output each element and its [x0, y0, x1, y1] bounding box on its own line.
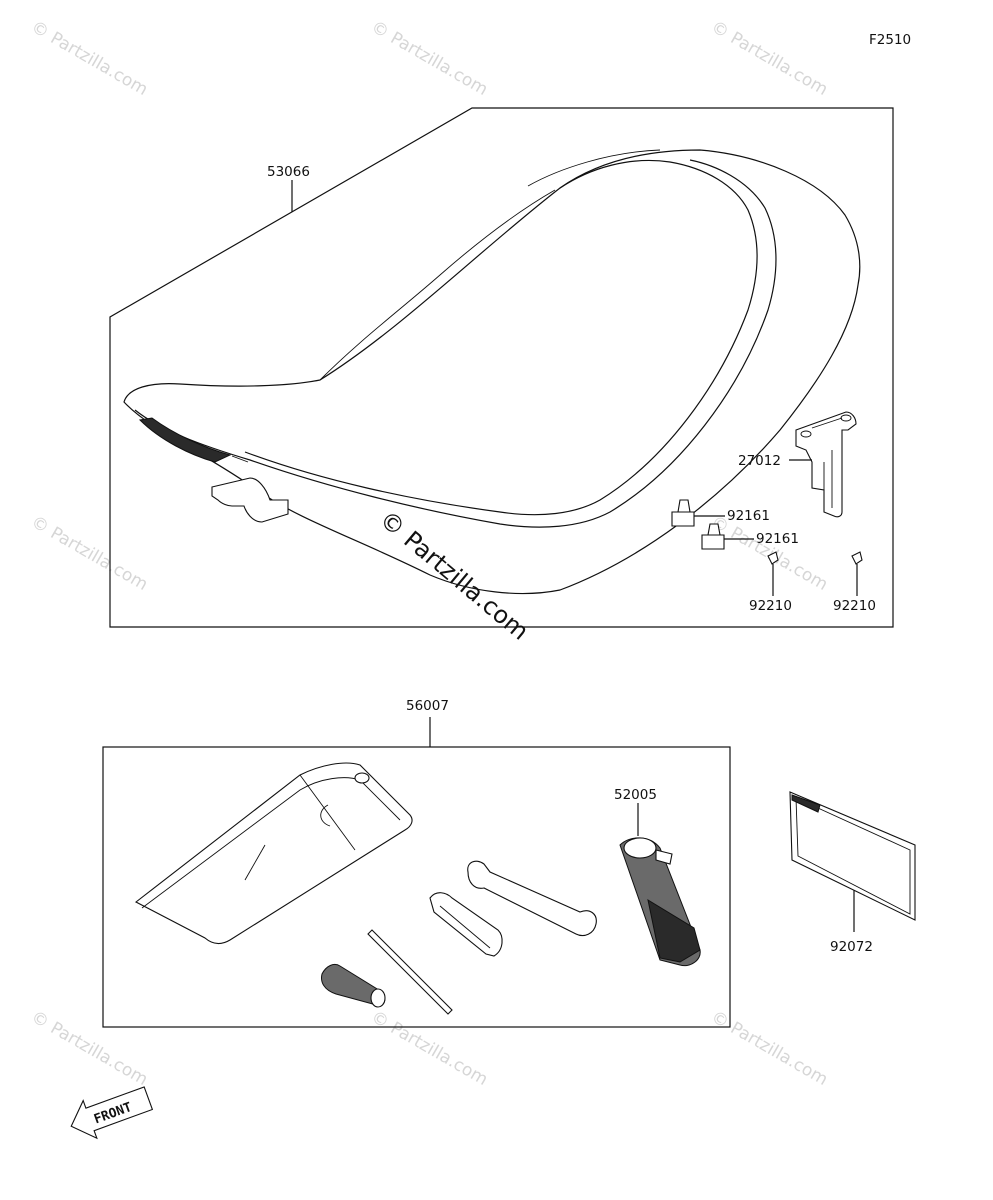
watermark: © Partzilla.com — [28, 1007, 152, 1090]
stopper-92161-a: 92161 — [671, 499, 770, 527]
part-label-56007: 56007 — [406, 698, 449, 714]
screwdriver-blade — [367, 929, 453, 1015]
clip-body — [767, 551, 779, 565]
watermark: © Partzilla.com — [368, 1007, 492, 1090]
watermark: © Partzilla.com — [28, 17, 152, 100]
stopper-base — [701, 534, 725, 550]
tool-bag-body — [134, 762, 413, 945]
manual-outer — [789, 791, 916, 921]
figure-code: F2510 — [869, 32, 911, 48]
part-label-53066: 53066 — [267, 164, 310, 180]
front-arrow: FRONT — [70, 1086, 154, 1140]
tool-bag-flap — [299, 774, 356, 851]
screwdriver-handle — [321, 963, 386, 1008]
stopper-top — [707, 523, 721, 536]
watermark: © Partzilla.com — [708, 17, 832, 100]
seat-piping-inner — [244, 159, 758, 516]
watermark: © Partzilla.com — [368, 17, 492, 100]
socket-wrench-body — [429, 892, 503, 957]
clip-92210-a: 92210 — [749, 551, 792, 614]
seat-latch-line — [231, 455, 249, 463]
part-label-92072: 92072 — [830, 939, 873, 955]
tool-kit-group: 56007 52005 — [102, 698, 731, 1028]
bracket-hole — [800, 430, 812, 438]
stopper-top — [677, 499, 691, 513]
open-end-wrench — [467, 860, 597, 937]
tool-bag — [134, 762, 413, 945]
manual-inner — [795, 797, 911, 915]
manual-92072: 92072 — [789, 791, 916, 955]
bracket-detail — [811, 417, 843, 508]
part-label-52005: 52005 — [614, 787, 657, 803]
front-arrow-shape — [70, 1086, 154, 1140]
seat-front-hook — [211, 477, 289, 523]
seat-drawing — [123, 149, 861, 595]
stopper-base — [671, 511, 695, 527]
stopper-92161-b: 92161 — [701, 523, 799, 550]
seat-ridge-line — [319, 189, 556, 381]
seat-outer-shell — [123, 149, 861, 595]
tool-52005-knob — [655, 849, 673, 865]
seat-piping-outer — [134, 159, 777, 528]
socket-wrench — [429, 892, 503, 957]
tool-52005: 52005 — [614, 787, 701, 967]
watermark: © Partzilla.com — [28, 512, 152, 595]
screwdriver-shaft — [367, 929, 453, 1015]
socket-wrench-detail — [439, 905, 491, 949]
part-label-92210: 92210 — [833, 598, 876, 614]
tool-52005-grip — [647, 898, 701, 963]
watermark: © Partzilla.com — [708, 512, 832, 595]
watermark: © Partzilla.com — [708, 1007, 832, 1090]
bracket-hole — [840, 414, 852, 422]
tool-kit-frame — [102, 746, 731, 1028]
seat-top-seam — [527, 149, 661, 187]
tool-bag-button — [354, 772, 370, 784]
part-label-92161: 92161 — [756, 531, 799, 547]
manual-binding — [791, 794, 821, 813]
tool-52005-socket — [623, 837, 657, 859]
bracket-27012: 27012 — [738, 411, 857, 518]
handle-end — [370, 988, 386, 1008]
part-label-27012: 27012 — [738, 453, 781, 469]
seat-underside-mount — [138, 417, 232, 463]
clip-92210-b: 92210 — [833, 551, 876, 614]
center-watermark: © Partzilla.com — [374, 505, 534, 645]
clip-body — [851, 551, 863, 565]
seat-group-frame — [109, 107, 894, 628]
wrench-body — [467, 860, 597, 937]
part-label-92161: 92161 — [727, 508, 770, 524]
bracket-body — [795, 411, 857, 518]
part-label-92210: 92210 — [749, 598, 792, 614]
tool-bag-crease — [244, 844, 266, 881]
